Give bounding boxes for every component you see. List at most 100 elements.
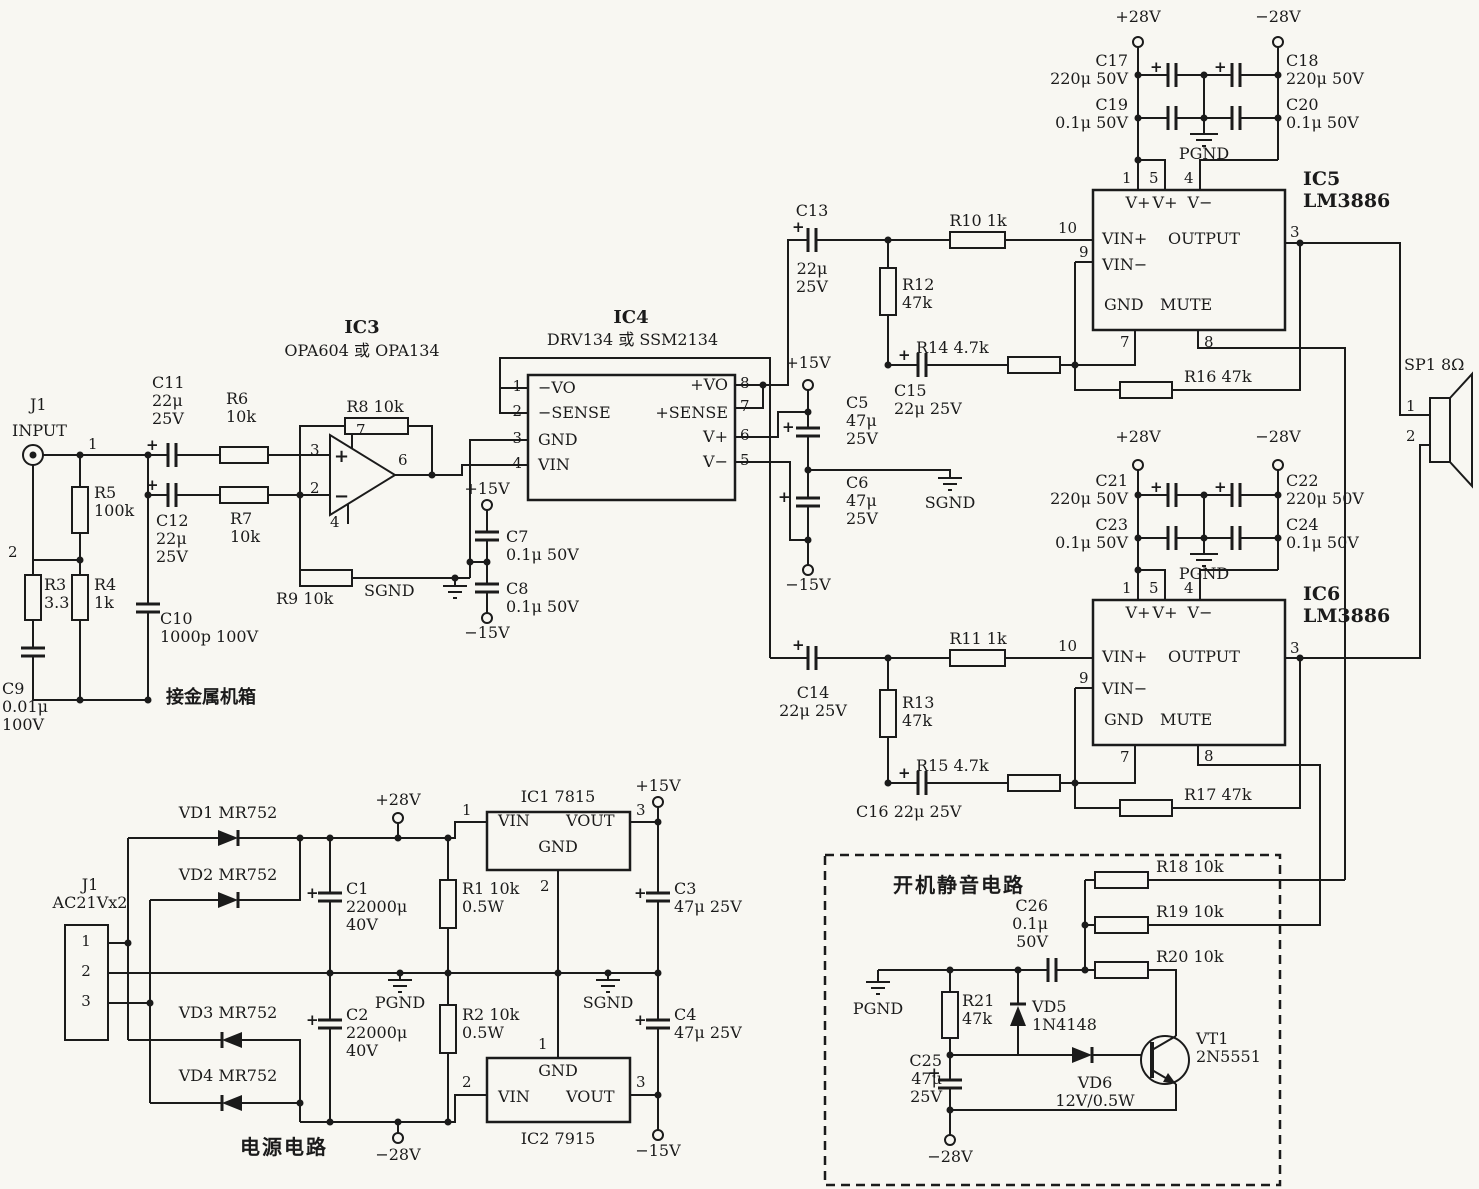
label-n28v: −28V [1255,7,1301,26]
pin-label: 4 [1184,169,1194,187]
label-ic2-vin: VIN [498,1087,530,1106]
label-pgnd: PGND [1178,144,1230,163]
pin-label: 7 [356,421,366,439]
n15v-terminal [802,564,814,576]
resistor-r4 [71,574,89,621]
ic6-body [1091,598,1287,747]
polarity-mark: + [1150,58,1163,76]
label-c5: C5 47μ 25V [846,393,878,449]
label-c9: C9 0.01μ 100V [2,679,49,735]
input-stage: + + [21,436,330,704]
label-c25: C25 47μ 25V [909,1051,942,1107]
amp2-ic6: + + + + [770,444,1430,926]
label-vd1: VD1 MR752 [178,803,278,822]
resistor-r1 [439,879,457,929]
label-ic6-name: IC6 LM3886 [1303,583,1391,628]
ic5-body [1091,188,1287,332]
polarity-mark: + [146,476,159,494]
polarity-mark: + [1150,478,1163,496]
label-output: OUTPUT [1168,647,1240,666]
n15v-terminal [481,612,493,624]
pin-label: 7 [1120,333,1130,351]
pin-label: 1 [1122,579,1132,597]
opamp-triangle-icon [329,433,397,517]
label-n15v: −15V [785,575,831,594]
pin-label: 4 [512,454,522,472]
ic4-body [526,373,737,502]
label-c22: C22 220μ 50V [1286,471,1364,509]
label-p28v: +28V [375,790,421,809]
pin-label: 10 [1058,637,1078,655]
label-sgnd: SGND [924,493,976,512]
label-minus-vo: −VO [538,378,576,397]
opamp-ic3: + − [296,417,528,599]
n28v-terminal [392,1132,404,1144]
polarity-mark: + [1214,478,1227,496]
pin-label: 8 [1204,747,1214,765]
label-c15: C15 22μ 25V [894,381,962,419]
pin-label: 8 [740,374,750,392]
label-psu-title: 电源电路 [240,1135,328,1159]
label-p15v: +15V [785,353,831,372]
n28v-terminal [944,1134,956,1146]
mute-box-border [823,853,1282,1187]
polarity-mark: + [898,346,911,364]
label-c3: C3 47μ 25V [674,879,742,917]
label-c7: C7 0.1μ 50V [506,527,579,565]
label-gnd: GND [1104,295,1144,314]
connector-j1-ac [64,924,109,1041]
pin-label: 8 [1204,333,1214,351]
label-c14: C14 22μ 25V [779,683,847,721]
pin-label: 3 [636,1073,646,1091]
pin-label: 1 [88,435,98,453]
amp1-ic5: + + + + [792,36,1430,880]
resistor-r20 [1094,961,1149,979]
polarity-mark: + [146,436,159,454]
label-c17: C17 220μ 50V [1050,51,1128,89]
label-c4: C4 47μ 25V [674,1005,742,1043]
pin-label: 2 [512,402,522,420]
label-ic4-vplus: V+ [703,427,728,446]
pin-label: 2 [462,1073,472,1091]
label-r14: R14 4.7k [916,338,989,357]
label-gnd: GND [1104,710,1144,729]
label-vd3: VD3 MR752 [178,1003,278,1022]
label-n28v: −28V [375,1145,421,1164]
label-r15: R15 4.7k [916,756,989,775]
resistor-r6 [219,446,269,464]
label-mute-title: 开机静音电路 [893,873,1025,897]
label-r4: R4 1k [94,575,117,613]
pin-label: 1 [1122,169,1132,187]
n28v-terminal [1272,36,1284,48]
resistor-r16 [1119,381,1173,399]
pin-label: 1 [538,1035,548,1053]
label-n28v: −28V [927,1147,973,1166]
speaker [1429,371,1473,489]
label-vin-plus: VIN+ [1102,647,1148,666]
label-ic2-gnd: GND [538,1061,578,1080]
label-c6: C6 47μ 25V [846,473,878,529]
label-vplus: V+ [1152,193,1178,212]
label-ic1-vout: VOUT [566,811,615,830]
label-vin-minus: VIN− [1102,255,1148,274]
diode-vd6-icon [1072,1047,1092,1063]
resistor-r12 [879,267,897,316]
driver-ic4 [499,239,812,658]
polarity-mark: + [898,764,911,782]
pin-label: 1 [462,801,472,819]
polarity-mark: + [778,488,791,506]
label-r1: R1 10k 0.5W [462,879,520,917]
label-ic4-vminus: V− [703,452,728,471]
resistor-r15 [1007,774,1061,792]
pin-label: 4 [1184,579,1194,597]
label-c20: C20 0.1μ 50V [1286,95,1359,133]
polarity-mark: + [782,418,795,436]
label-p28v: +28V [1115,7,1161,26]
label-ic3-sub: OPA604 或 OPA134 [284,341,440,360]
label-c2: C2 22000μ 40V [346,1005,408,1061]
polarity-mark: + [792,636,805,654]
pin-label: 6 [740,426,750,444]
resistor-r7 [219,486,269,504]
resistor-r2 [439,1004,457,1054]
